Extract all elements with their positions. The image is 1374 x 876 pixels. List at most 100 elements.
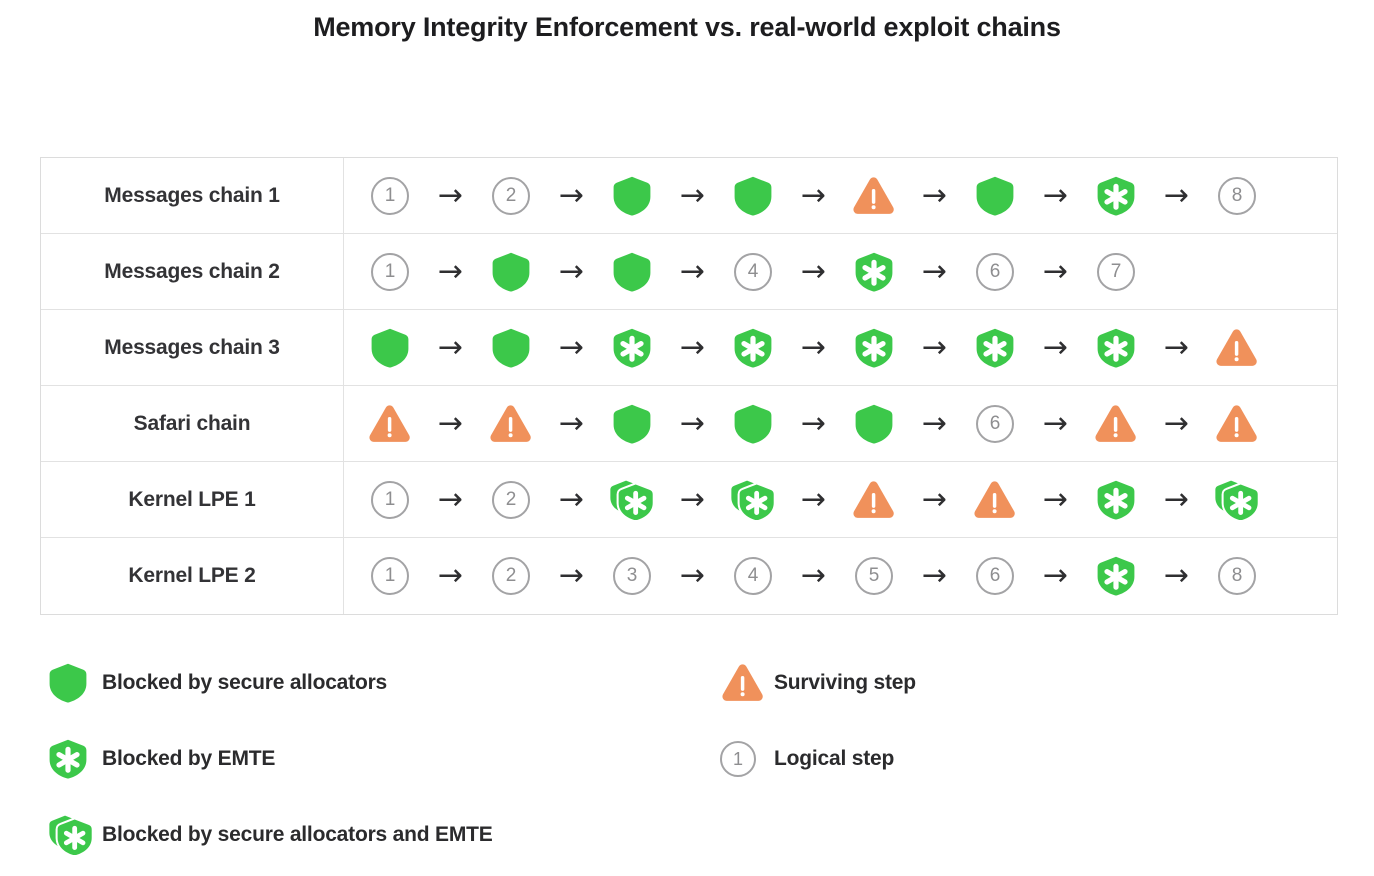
chain-step <box>608 252 656 292</box>
shield-icon <box>734 176 772 216</box>
shield-icon <box>492 328 530 368</box>
shield-icon <box>371 328 409 368</box>
chain-step: 2 <box>487 557 535 595</box>
chain-step: 6 <box>971 404 1019 443</box>
circled-number-icon: 6 <box>976 404 1014 443</box>
shield-icon <box>734 404 772 444</box>
legend-label: Surviving step <box>774 671 916 694</box>
row-label: Messages chain 3 <box>41 310 344 385</box>
circled-number-icon: 3 <box>613 557 651 595</box>
arrow-right-icon: → <box>1042 405 1069 441</box>
circled-number-icon: 2 <box>492 557 530 595</box>
chain-step <box>971 328 1019 368</box>
chain-step: 4 <box>729 252 777 291</box>
chain-step: 6 <box>971 252 1019 291</box>
chain-step <box>608 404 656 444</box>
circled-number-icon: 5 <box>855 557 893 595</box>
chain-step <box>850 328 898 368</box>
chain-step <box>487 252 535 292</box>
chain-step: 4 <box>729 557 777 595</box>
row-steps: 1→→→4→→6→7 <box>344 234 1337 309</box>
circled-number-icon: 8 <box>1218 176 1256 215</box>
arrow-right-icon: → <box>679 405 706 441</box>
chain-step <box>1213 480 1261 520</box>
chain-step: 6 <box>971 557 1019 595</box>
shield-icon <box>855 404 893 444</box>
legend-icon <box>48 739 94 779</box>
shield-icon <box>613 176 651 216</box>
circled-number-icon: 4 <box>734 557 772 595</box>
arrow-right-icon: → <box>679 177 706 213</box>
chain-step <box>1092 480 1140 520</box>
shield-asterisk-icon <box>1097 480 1135 520</box>
arrow-right-icon: → <box>921 329 948 365</box>
arrow-right-icon: → <box>1042 481 1069 517</box>
circled-number-icon: 6 <box>976 557 1014 595</box>
chain-step <box>971 176 1019 216</box>
circled-number-icon: 7 <box>1097 252 1135 291</box>
chain-step: 1 <box>366 252 414 291</box>
row-steps: →→→→→→→ <box>344 310 1337 385</box>
warning-triangle-icon <box>853 480 895 518</box>
chain-step <box>366 328 414 368</box>
circled-number-icon: 2 <box>492 480 530 519</box>
table-row: Safari chain→→→→→6→→ <box>41 386 1337 462</box>
chain-step <box>729 404 777 444</box>
legend-icon <box>48 815 94 855</box>
double-shield-asterisk-icon <box>49 815 94 855</box>
row-steps: 1→2→→→→→→ <box>344 462 1337 537</box>
arrow-right-icon: → <box>1042 253 1069 289</box>
warning-triangle-icon <box>369 404 411 442</box>
chain-step <box>1092 556 1140 596</box>
table-row: Messages chain 3→→→→→→→ <box>41 310 1337 386</box>
arrow-right-icon: → <box>1042 558 1069 593</box>
chain-step <box>1213 328 1261 368</box>
shield-icon <box>613 252 651 292</box>
arrow-right-icon: → <box>921 253 948 289</box>
circled-number-icon: 1 <box>371 252 409 291</box>
legend-label: Logical step <box>774 747 895 770</box>
chain-step <box>850 480 898 520</box>
circled-number-icon: 6 <box>976 252 1014 291</box>
legend-label: Blocked by secure allocators and EMTE <box>102 823 493 846</box>
circled-number-icon: 2 <box>492 176 530 215</box>
arrow-right-icon: → <box>800 481 827 517</box>
shield-asterisk-icon <box>49 739 87 779</box>
legend-item: 1 Logical step <box>720 721 1320 797</box>
arrow-right-icon: → <box>921 405 948 441</box>
chain-step: 2 <box>487 480 535 519</box>
chain-step <box>1213 404 1261 444</box>
chain-step <box>487 328 535 368</box>
row-steps: 1→2→3→4→5→6→→8 <box>344 538 1337 614</box>
warning-triangle-icon <box>1216 328 1258 366</box>
arrow-right-icon: → <box>437 405 464 441</box>
legend-label: Blocked by EMTE <box>102 747 276 770</box>
legend-icon: 1 <box>720 741 766 777</box>
arrow-right-icon: → <box>558 558 585 593</box>
shield-asterisk-icon <box>976 328 1014 368</box>
circled-number-icon: 1 <box>371 480 409 519</box>
shield-icon <box>976 176 1014 216</box>
double-shield-asterisk-icon <box>731 480 776 520</box>
legend-icon <box>48 663 94 703</box>
shield-icon <box>492 252 530 292</box>
shield-icon <box>49 663 87 703</box>
page-title: Memory Integrity Enforcement vs. real-wo… <box>313 12 1061 42</box>
chain-step <box>608 328 656 368</box>
chain-step <box>729 328 777 368</box>
row-steps: 1→2→→→→→→8 <box>344 158 1337 233</box>
arrow-right-icon: → <box>1042 329 1069 365</box>
arrow-right-icon: → <box>1163 177 1190 213</box>
arrow-right-icon: → <box>1163 558 1190 593</box>
arrow-right-icon: → <box>921 558 948 593</box>
shield-icon <box>613 404 651 444</box>
chain-step <box>366 404 414 444</box>
shield-asterisk-icon <box>734 328 772 368</box>
chain-step: 5 <box>850 557 898 595</box>
chain-step <box>729 176 777 216</box>
